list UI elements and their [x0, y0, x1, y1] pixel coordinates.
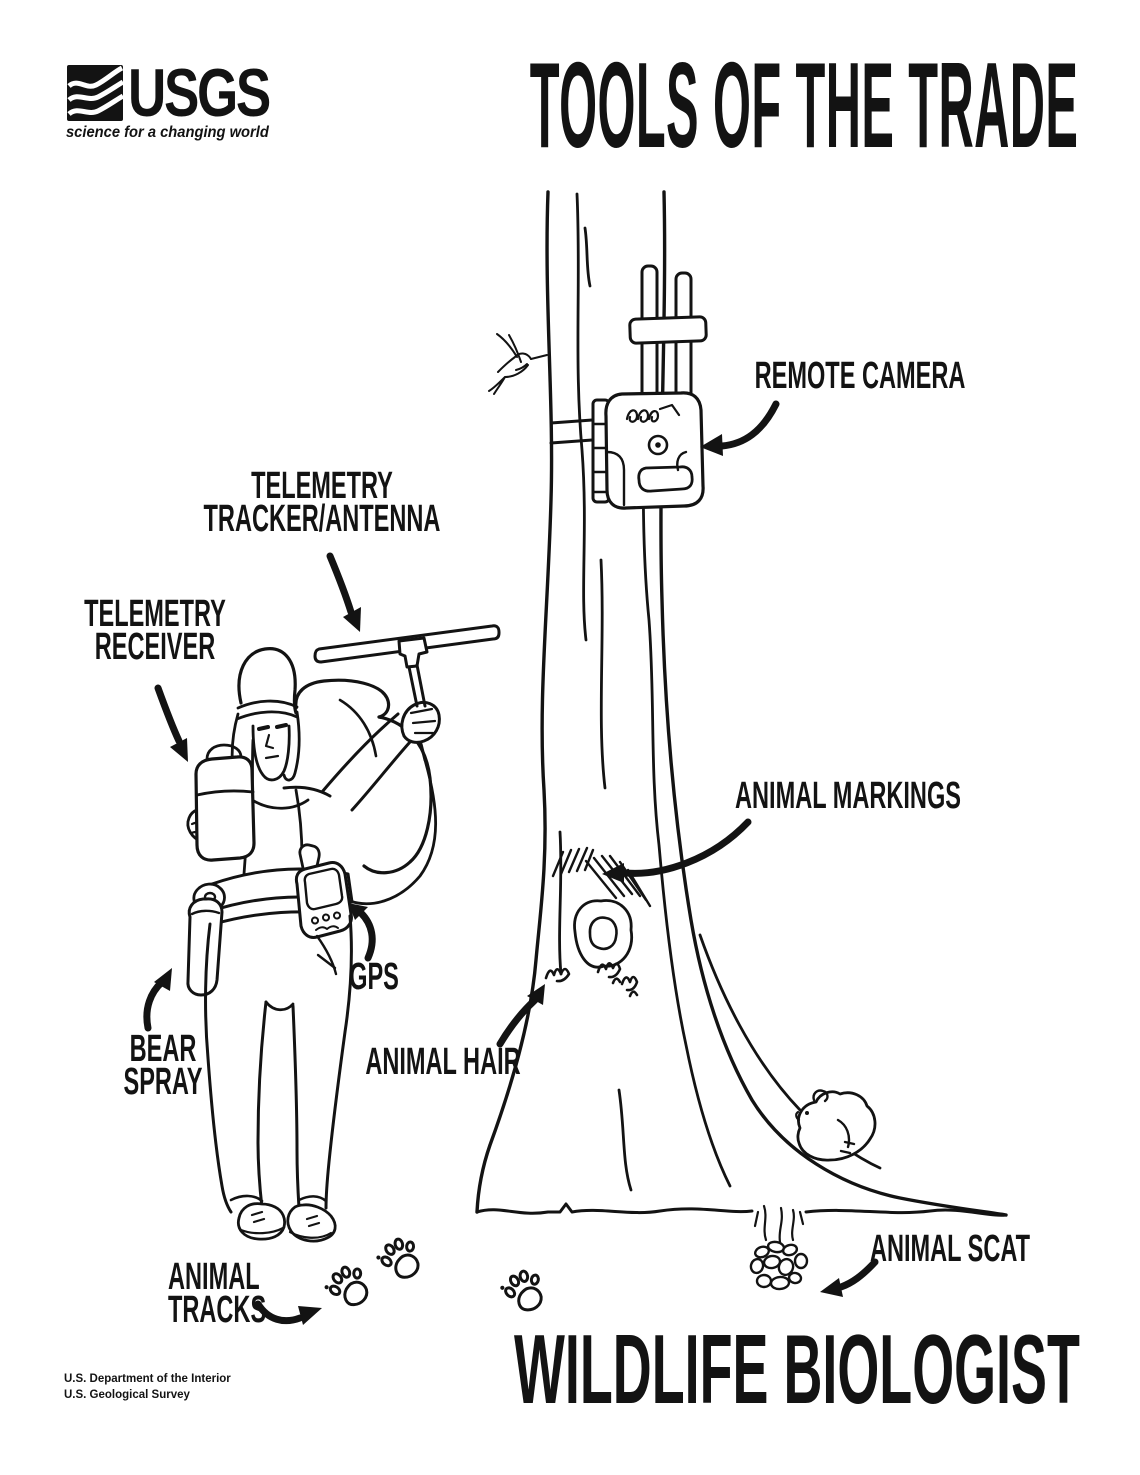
label-remote-camera: REMOTE CAMERA — [754, 355, 966, 397]
label-telemetry-receiver: TELEMETRY RECEIVER — [84, 593, 226, 669]
job-title: WILDLIFE BIOLOGIST — [514, 1314, 1080, 1424]
label-arrows — [143, 400, 879, 1325]
footer-agency-text: U.S. Department of the Interior U.S. Geo… — [64, 1372, 231, 1403]
bear-spray-canister — [186, 882, 226, 997]
usgs-wordmark: USGS — [128, 55, 271, 131]
animal-markings-arrow — [602, 818, 752, 883]
telemetry-tracker-arrow — [326, 552, 361, 632]
biologist-legs — [204, 914, 353, 1214]
label-animal-hair: ANIMAL HAIR — [365, 1041, 521, 1083]
telemetry-receiver-arrow — [154, 684, 188, 762]
animal-markings-scratches — [551, 846, 652, 908]
footer-dept-line: U.S. Department of the Interior — [64, 1373, 231, 1385]
biologist-shoes — [236, 1202, 337, 1243]
label-bear-spray: BEAR SPRAY — [123, 1028, 203, 1104]
usgs-tagline: science for a changing world — [66, 124, 269, 141]
gps-unit — [294, 843, 353, 939]
animal-scat-arrow — [820, 1258, 879, 1297]
remote-camera-arrow — [700, 400, 780, 456]
camera-lens — [647, 434, 669, 456]
bear-spray-arrow — [143, 968, 172, 1032]
pika-rodent — [795, 1089, 877, 1162]
antenna-cable — [348, 758, 438, 906]
animal-tracks-arrow — [254, 1300, 322, 1325]
telemetry-antenna — [313, 624, 501, 906]
hummingbird — [488, 333, 548, 395]
animal-hair-arrow — [496, 984, 545, 1048]
wildlife-biologist-figure — [186, 624, 501, 1243]
poster-title: TOOLS OF THE TRADE — [529, 37, 1078, 173]
usgs-logo-icon — [67, 65, 125, 121]
label-telemetry-tracker: TELEMETRY TRACKER/ANTENNA — [203, 465, 441, 541]
animal-hair-tufts — [544, 961, 639, 998]
gps-arrow — [348, 903, 376, 962]
remote-trail-camera — [591, 264, 708, 510]
paw-prints — [318, 1231, 551, 1319]
tree-knot — [573, 899, 634, 969]
animal-scat-pile — [749, 1204, 809, 1291]
label-animal-markings: ANIMAL MARKINGS — [734, 775, 961, 817]
biologist-right-arm — [320, 700, 441, 812]
footer-survey-line: U.S. Geological Survey — [64, 1388, 190, 1401]
telemetry-receiver-box — [194, 743, 256, 862]
camera-brand-squiggle — [625, 403, 681, 423]
label-animal-tracks: ANIMAL TRACKS — [168, 1256, 267, 1332]
label-gps: GPS — [349, 956, 399, 998]
label-animal-scat: ANIMAL SCAT — [869, 1228, 1031, 1270]
